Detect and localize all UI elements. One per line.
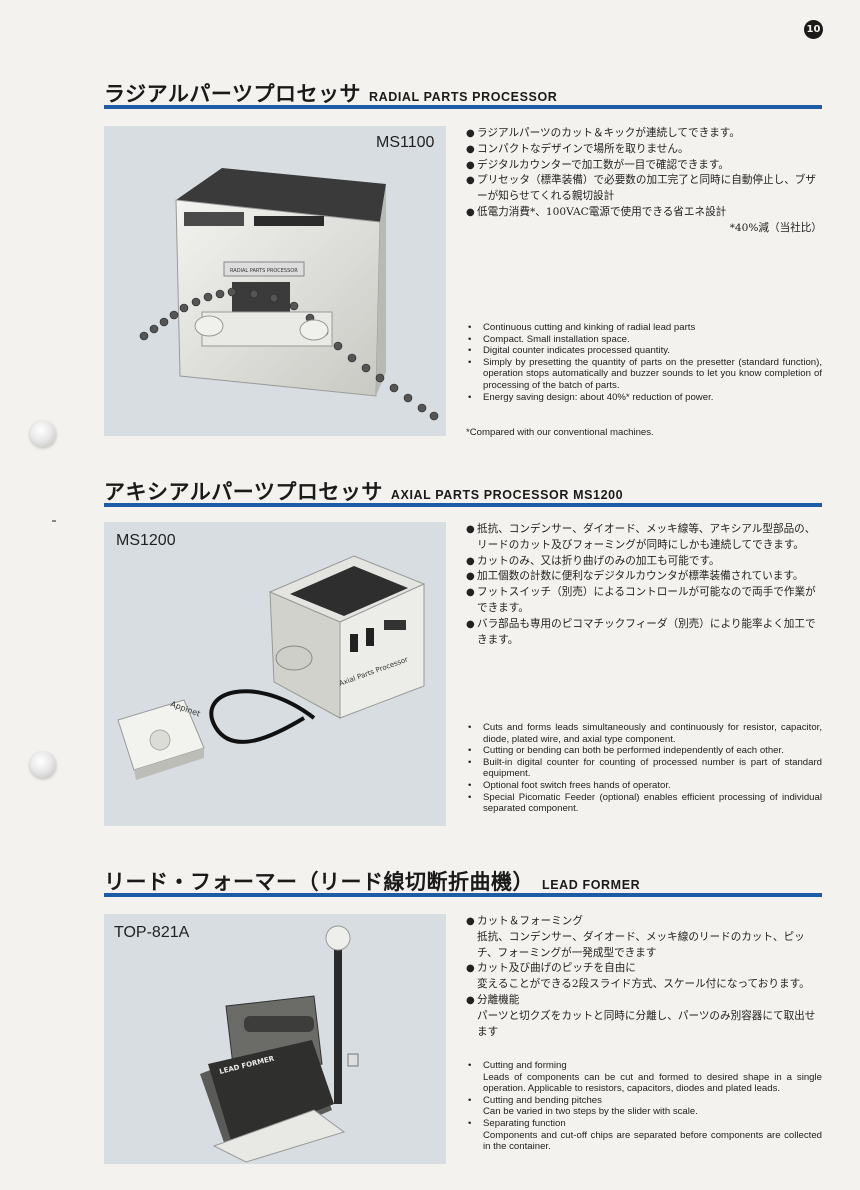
product-photo-ms1200: Axial Parts Processor Appinet MS1200 [104, 522, 446, 826]
feature-jp: カットのみ、又は折り曲げのみの加工も可能です。 [466, 554, 822, 570]
model-label: TOP-821A [114, 924, 190, 941]
feature-en-head: Cutting and bending pitches [483, 1094, 602, 1106]
feature-en: Separating function Components and cut-o… [466, 1118, 822, 1153]
axial-processor-illustration: Axial Parts Processor Appinet [117, 555, 426, 780]
feature-jp: ラジアルパーツのカット＆キックが連続してできます。 [466, 126, 822, 142]
title-en: RADIAL PARTS PROCESSOR [368, 90, 558, 104]
feature-en: Optional foot switch frees hands of oper… [466, 780, 822, 792]
feature-jp: プリセッタ（標準装備）で必要数の加工完了と同時に自動停止し、ブザーが知らせてくれ… [466, 173, 822, 205]
model-label: MS1200 [116, 532, 176, 549]
feature-en-body: Leads of components can be cut and forme… [483, 1071, 822, 1095]
feature-en: Digital counter indicates processed quan… [466, 345, 822, 357]
product-photo-ms1100: RADIAL PARTS PROCESSOR MS1100 [104, 126, 446, 436]
features-jp: カット＆フォーミング 抵抗、コンデンサー、ダイオード、メッキ線のリードのカット、… [466, 914, 822, 1040]
note-jp: *40%減（当社比） [729, 221, 822, 234]
feature-en-body: Can be varied in two steps by the slider… [483, 1106, 698, 1118]
feature-en-body: Components and cut-off chips are separat… [483, 1129, 822, 1153]
feature-en: Special Picomatic Feeder (optional) enab… [466, 792, 822, 815]
features-en: Cutting and forming Leads of components … [466, 1060, 822, 1153]
feature-en: Cutting and bending pitches Can be varie… [466, 1095, 822, 1118]
title-jp: アキシアルパーツプロセッサ [104, 480, 383, 504]
section-title: ラジアルパーツプロセッサ RADIAL PARTS PROCESSOR [104, 78, 557, 108]
radial-processor-illustration: RADIAL PARTS PROCESSOR [139, 168, 439, 421]
title-rule [104, 503, 822, 507]
title-en: LEAD FORMER [542, 878, 641, 892]
product-photo-top-821a: LEAD FORMER TOP-821A [104, 914, 446, 1164]
lead-former-illustration: LEAD FORMER [200, 925, 359, 1163]
feature-jp: 加工個数の計数に便利なデジタルカウンタが標準装備されています。 [466, 569, 822, 585]
feature-en: Cuts and forms leads simultaneously and … [466, 722, 822, 745]
feature-en: Cutting or bending can both be performed… [466, 745, 822, 757]
feature-en: Continuous cutting and kinking of radial… [466, 322, 822, 334]
features-jp: ラジアルパーツのカット＆キックが連続してできます。 コンパクトなデザインで場所を… [466, 126, 822, 237]
feature-en-head: Separating function [483, 1117, 566, 1129]
feature-en: Cutting and forming Leads of components … [466, 1060, 822, 1095]
feature-en: Compact. Small installation space. [466, 334, 822, 346]
feature-jp: 低電力消費*、100VAC電源で使用できる省エネ設計 [466, 205, 822, 221]
feature-jp-head: カット＆フォーミング [477, 915, 583, 927]
features-jp: 抵抗、コンデンサー、ダイオード、メッキ線等、アキシアル型部品の、リードのカット及… [466, 522, 822, 648]
feature-jp: 抵抗、コンデンサー、ダイオード、メッキ線等、アキシアル型部品の、リードのカット及… [466, 522, 822, 554]
title-rule [104, 105, 822, 109]
punch-hole-top [30, 421, 56, 447]
feature-jp-head: 分離機能 [477, 993, 520, 1006]
feature-en-head: Cutting and forming [483, 1060, 567, 1071]
feature-jp: カット及び曲げのピッチを自由に 変えることができる2段スライド方式、スケール付に… [466, 961, 822, 993]
features-en: Cuts and forms leads simultaneously and … [466, 722, 822, 815]
feature-jp: デジタルカウンターで加工数が一目で確認できます。 [466, 158, 822, 174]
feature-jp: コンパクトなデザインで場所を取りません。 [466, 142, 822, 158]
model-label: MS1100 [376, 134, 435, 151]
title-rule [104, 893, 822, 897]
section-title: アキシアルパーツプロセッサ AXIAL PARTS PROCESSOR MS12… [104, 476, 623, 506]
stray-mark [52, 520, 56, 522]
title-en: AXIAL PARTS PROCESSOR MS1200 [390, 488, 624, 502]
section-title: リード・フォーマー（リード線切断折曲機） LEAD FORMER [104, 866, 640, 896]
feature-en: Built-in digital counter for counting of… [466, 757, 822, 780]
feature-jp-head: カット及び曲げのピッチを自由に [477, 962, 636, 975]
features-en: Continuous cutting and kinking of radial… [466, 322, 822, 403]
feature-jp: カット＆フォーミング 抵抗、コンデンサー、ダイオード、メッキ線のリードのカット、… [466, 914, 822, 961]
feature-jp: バラ部品も専用のピコマチックフィーダ（別売）により能率よく加工できます。 [466, 617, 822, 649]
machine-panel-text: RADIAL PARTS PROCESSOR [230, 268, 298, 274]
punch-hole-bottom [30, 752, 56, 778]
feature-jp: フットスイッチ（別売）によるコントロールが可能なので両手で作業ができます。 [466, 585, 822, 617]
title-jp: ラジアルパーツプロセッサ [104, 82, 361, 106]
title-jp: リード・フォーマー（リード線切断折曲機） [104, 870, 534, 894]
feature-en: Energy saving design: about 40%* reducti… [466, 392, 822, 404]
footnote-en: *Compared with our conventional machines… [466, 427, 654, 438]
feature-jp: 分離機能 パーツと切クズをカットと同時に分離し、パーツのみ別容器にて取出せます [466, 993, 822, 1040]
feature-jp-body: 抵抗、コンデンサー、ダイオード、メッキ線のリードのカット、ピッチ、フォーミングが… [477, 930, 805, 959]
feature-en: Simply by presetting the quantity of par… [466, 357, 822, 392]
page-number: 10 [804, 20, 823, 39]
feature-jp-body: 変えることができる2段スライド方式、スケール付になっております。 [477, 978, 810, 991]
feature-jp-body: パーツと切クズをカットと同時に分離し、パーツのみ別容器にて取出せます [477, 1009, 816, 1038]
